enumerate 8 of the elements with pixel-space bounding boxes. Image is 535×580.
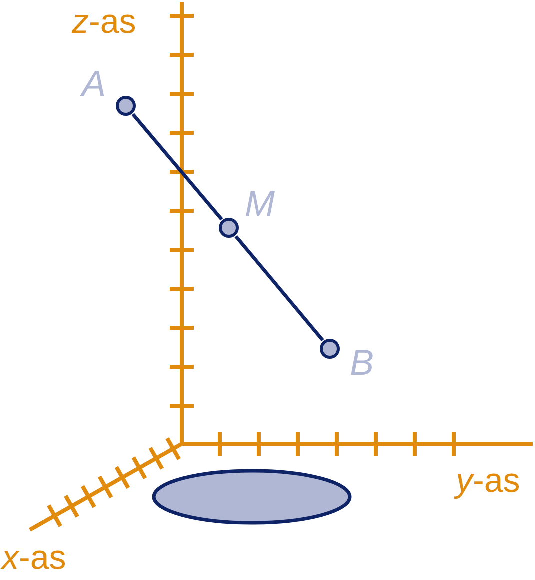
axis-label: z-as bbox=[72, 4, 136, 40]
point-label: A bbox=[82, 66, 106, 102]
point-label: M bbox=[245, 186, 275, 222]
line-segment bbox=[234, 235, 324, 342]
point-label: B bbox=[350, 345, 374, 381]
line-segment bbox=[132, 113, 224, 221]
axis-label: y-as bbox=[456, 463, 520, 499]
axis-label: x-as bbox=[2, 540, 66, 576]
